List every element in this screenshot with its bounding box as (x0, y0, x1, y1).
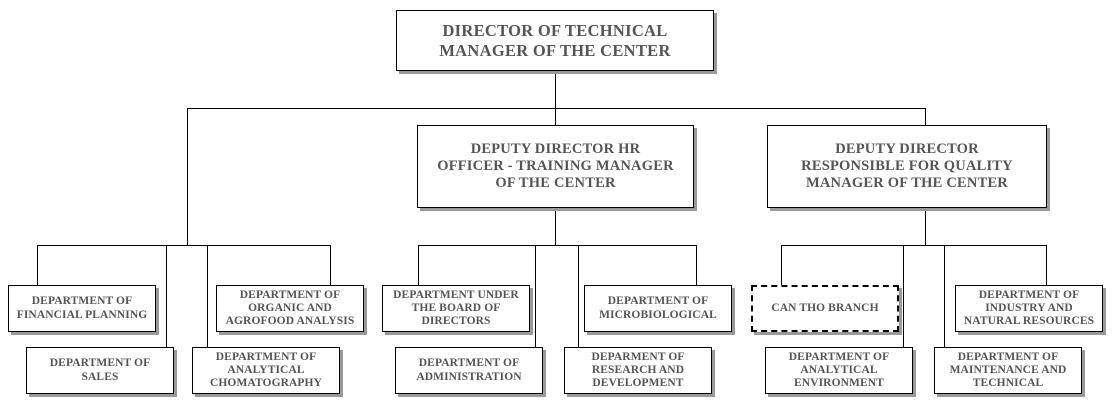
node-financial-planning-label: DEPARTMENT OF FINANCIAL PLANNING (16, 295, 148, 321)
node-can-tho-branch-label: CAN THO BRANCH (771, 301, 879, 314)
node-deputy-director-quality[interactable]: DEPUTY DIRECTOR RESPONSIBLE FOR QUALITY … (767, 125, 1047, 208)
connector-left-g2 (166, 245, 167, 347)
node-department-under-board-label: DEPARTMENT UNDER THE BOARD OF DIRECTORS (393, 288, 519, 328)
connector-right-g1 (781, 245, 782, 285)
connector-mid-group-bus (418, 245, 696, 246)
node-can-tho-branch[interactable]: CAN THO BRANCH (751, 285, 899, 332)
connector-right-g3 (944, 245, 945, 347)
node-microbiological[interactable]: DEPARTMENT OF MICROBIOLOGICAL (584, 285, 732, 332)
node-sales-label: DEPARTMENT OF SALES (49, 357, 151, 383)
connector-root-stem (555, 71, 556, 109)
node-analytical-environment[interactable]: DEPARTMENT OF ANALYTICAL ENVIRONMENT (765, 347, 913, 394)
connector-left-group-bus (37, 245, 330, 246)
node-administration-label: DEPARTMENT OF ADMINISTRATION (416, 357, 522, 383)
connector-deputy-quality-stem (925, 108, 926, 125)
node-analytical-environment-label: DEPARTMENT OF ANALYTICAL ENVIRONMENT (788, 350, 890, 390)
connector-mid-stem (555, 208, 556, 245)
node-administration[interactable]: DEPARTMENT OF ADMINISTRATION (395, 347, 543, 394)
connector-left-g4 (330, 245, 331, 285)
node-deputy-director-hr-label: DEPUTY DIRECTOR HR OFFICER - TRAINING MA… (437, 141, 674, 191)
connector-left-g3 (207, 245, 208, 347)
connector-main-bus (187, 108, 926, 109)
connector-mid-g1 (418, 245, 419, 285)
node-maintenance-technical[interactable]: DEPARTMENT OF MAINTENANCE AND TECHNICAL (934, 347, 1082, 394)
node-director-label: DIRECTOR OF TECHNICAL MANAGER OF THE CEN… (439, 21, 671, 60)
node-research-development[interactable]: DEPARMENT OF RESEARCH AND DEVELOPMENT (564, 347, 712, 394)
connector-mid-g3 (578, 245, 579, 347)
node-deputy-director-hr[interactable]: DEPUTY DIRECTOR HR OFFICER - TRAINING MA… (417, 125, 694, 208)
node-financial-planning[interactable]: DEPARTMENT OF FINANCIAL PLANNING (8, 285, 156, 332)
node-industry-natural-resources[interactable]: DEPARTMENT OF INDUSTRY AND NATURAL RESOU… (955, 285, 1103, 332)
node-sales[interactable]: DEPARTMENT OF SALES (26, 347, 174, 394)
node-research-development-label: DEPARMENT OF RESEARCH AND DEVELOPMENT (591, 350, 685, 390)
node-organic-agrofood-analysis[interactable]: DEPARTMENT OF ORGANIC AND AGROFOOD ANALY… (216, 285, 364, 332)
connector-right-g4 (1046, 245, 1047, 285)
connector-mid-g4 (696, 245, 697, 285)
node-director[interactable]: DIRECTOR OF TECHNICAL MANAGER OF THE CEN… (396, 10, 714, 71)
connector-right-stem (925, 208, 926, 245)
node-maintenance-technical-label: DEPARTMENT OF MAINTENANCE AND TECHNICAL (949, 350, 1067, 390)
node-analytical-chromatography-label: DEPARTMENT OF ANALYTICAL CHOMATOGRAPHY (209, 350, 323, 390)
node-deputy-director-quality-label: DEPUTY DIRECTOR RESPONSIBLE FOR QUALITY … (801, 141, 1013, 191)
connector-left-g1 (37, 245, 38, 285)
connector-mid-g2 (535, 245, 536, 347)
connector-left-branch (187, 108, 188, 246)
node-analytical-chromatography[interactable]: DEPARTMENT OF ANALYTICAL CHOMATOGRAPHY (192, 347, 340, 394)
connector-deputy-hr-stem (555, 108, 556, 125)
node-microbiological-label: DEPARTMENT OF MICROBIOLOGICAL (599, 295, 717, 321)
connector-right-group-bus (781, 245, 1046, 246)
connector-right-g2 (903, 245, 904, 347)
node-organic-agrofood-analysis-label: DEPARTMENT OF ORGANIC AND AGROFOOD ANALY… (225, 288, 355, 328)
node-industry-natural-resources-label: DEPARTMENT OF INDUSTRY AND NATURAL RESOU… (963, 288, 1095, 328)
node-department-under-board[interactable]: DEPARTMENT UNDER THE BOARD OF DIRECTORS (382, 285, 530, 332)
